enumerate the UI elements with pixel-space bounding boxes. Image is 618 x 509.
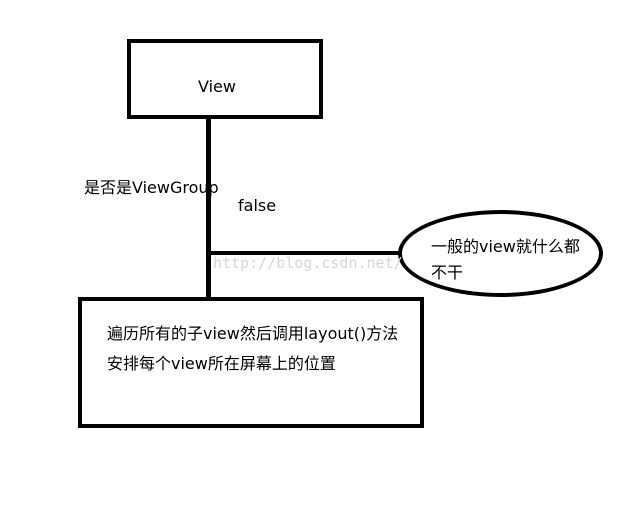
- watermark-url: http://blog.csdn.net/: [213, 254, 403, 272]
- condition-label: 是否是ViewGroup: [84, 178, 219, 197]
- branch-label-false: false: [238, 196, 277, 215]
- view-box-label: View: [198, 77, 236, 96]
- view-box: View: [127, 39, 323, 119]
- connector-horizontal: [206, 251, 402, 255]
- connector-vertical: [206, 117, 211, 299]
- false-result-text-line1: 一般的view就什么都: [431, 237, 580, 256]
- true-result-text-line2: 安排每个view所在屏幕上的位置: [107, 354, 336, 373]
- false-result-text-line2: 不干: [431, 263, 464, 282]
- true-result-text-line1: 遍历所有的子view然后调用layout()方法: [107, 324, 399, 343]
- false-result-ellipse: 一般的view就什么都 不干: [398, 210, 603, 297]
- true-result-box: 遍历所有的子view然后调用layout()方法 安排每个view所在屏幕上的位…: [78, 297, 424, 428]
